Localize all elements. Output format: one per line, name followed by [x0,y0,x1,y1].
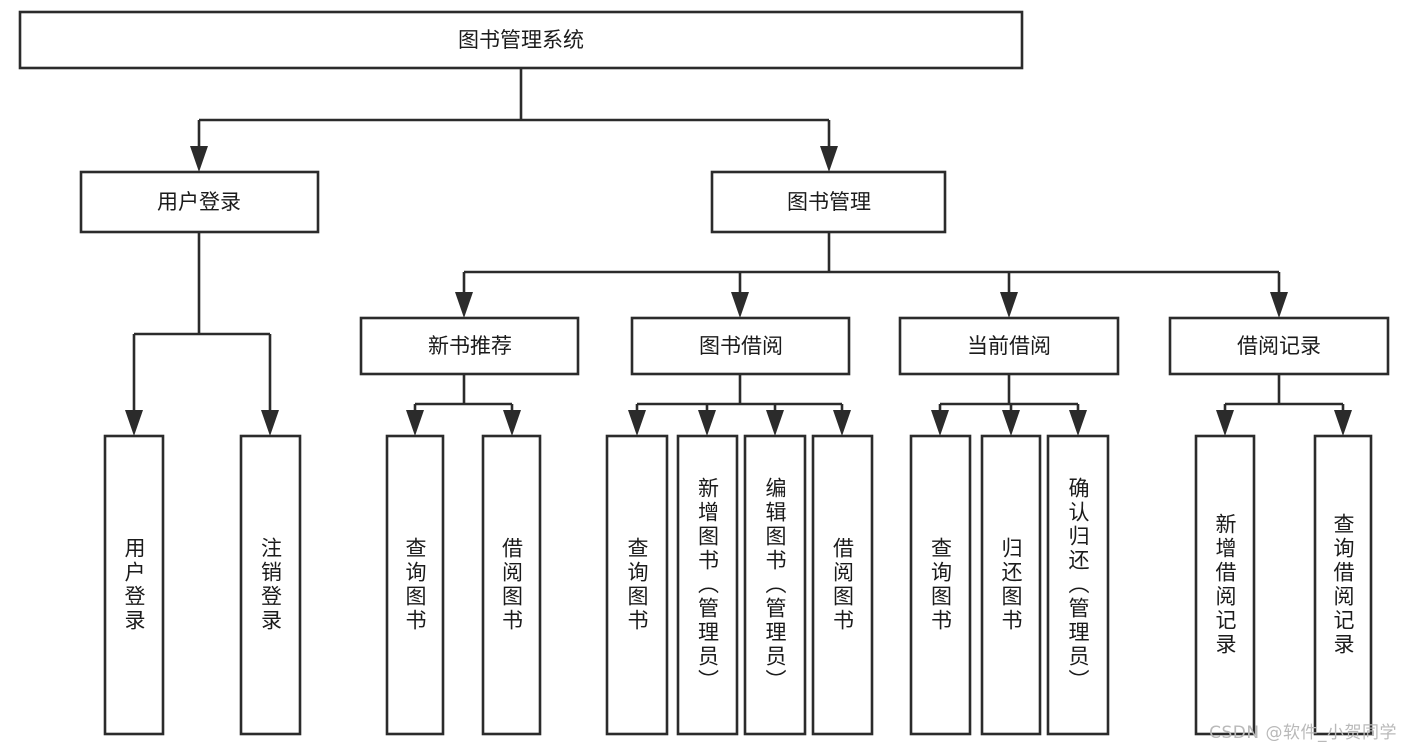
arrowhead-leaf-nbr-query [406,410,424,436]
node-root-label: 图书管理系统 [458,28,584,52]
arrowhead-current-borrow [1000,292,1018,318]
node-borrow-record-label: 借阅记录 [1237,334,1321,358]
arrowhead-leaf-bb-edit [766,410,784,436]
arrowhead-leaf-cb-confirm [1069,410,1087,436]
arrowhead-leaf-br-add [1216,410,1234,436]
arrowhead-leaf-nbr-borrow [503,410,521,436]
node-current-borrow[interactable] [898,316,1120,376]
arrowhead-leaf-logout [261,410,279,436]
leaf-box-user-login[interactable] [103,434,165,736]
connector-group [125,68,1352,436]
node-new-book-recommend-label: 新书推荐 [428,334,512,358]
arrowhead-leaf-user-login [125,410,143,436]
arrowhead-book-borrow [731,292,749,318]
arrowhead-leaf-bb-borrow [833,410,851,436]
arrowhead-book-mgmt [820,146,838,172]
arrowhead-leaf-cb-query [931,410,949,436]
leaf-box-bb-edit-book[interactable] [743,434,807,736]
leaf-box-nbr-query-book[interactable] [385,434,445,736]
leaf-box-cb-return-book[interactable] [980,434,1042,736]
arrowhead-leaf-br-query [1334,410,1352,436]
leaf-box-br-add-record[interactable] [1194,434,1256,736]
node-current-borrow-label: 当前借阅 [967,334,1051,358]
leaf-box-br-query-record[interactable] [1313,434,1373,736]
leaf-box-bb-query-book[interactable] [605,434,669,736]
node-book-management[interactable] [710,170,947,234]
node-book-borrow[interactable] [630,316,851,376]
node-group: 图书管理系统 用户登录 图书管理 新书推荐 图书借阅 当前借阅 借阅记录 [18,10,1390,736]
arrowhead-user-login [190,146,208,172]
leaf-box-bb-add-book[interactable] [676,434,739,736]
arrowhead-borrow-record [1270,292,1288,318]
leaf-box-logout[interactable] [239,434,302,736]
leaf-box-bb-borrow-book[interactable] [811,434,874,736]
node-user-login-label: 用户登录 [157,190,241,214]
leaf-box-cb-confirm[interactable] [1046,434,1110,736]
node-book-management-label: 图书管理 [787,190,871,214]
node-root[interactable] [18,10,1024,70]
arrowhead-leaf-bb-add [698,410,716,436]
node-new-book-recommend[interactable] [359,316,580,376]
leaf-box-cb-query-book[interactable] [909,434,972,736]
arrowhead-leaf-cb-return [1002,410,1020,436]
leaf-box-nbr-borrow-book[interactable] [481,434,542,736]
csdn-watermark: CSDN @软件_小贺同学 [1209,723,1397,743]
node-book-borrow-label: 图书借阅 [699,334,783,358]
arrowhead-new-book-rec [455,292,473,318]
node-user-login[interactable] [79,170,320,234]
node-borrow-record[interactable] [1168,316,1390,376]
arrowhead-leaf-bb-query [628,410,646,436]
